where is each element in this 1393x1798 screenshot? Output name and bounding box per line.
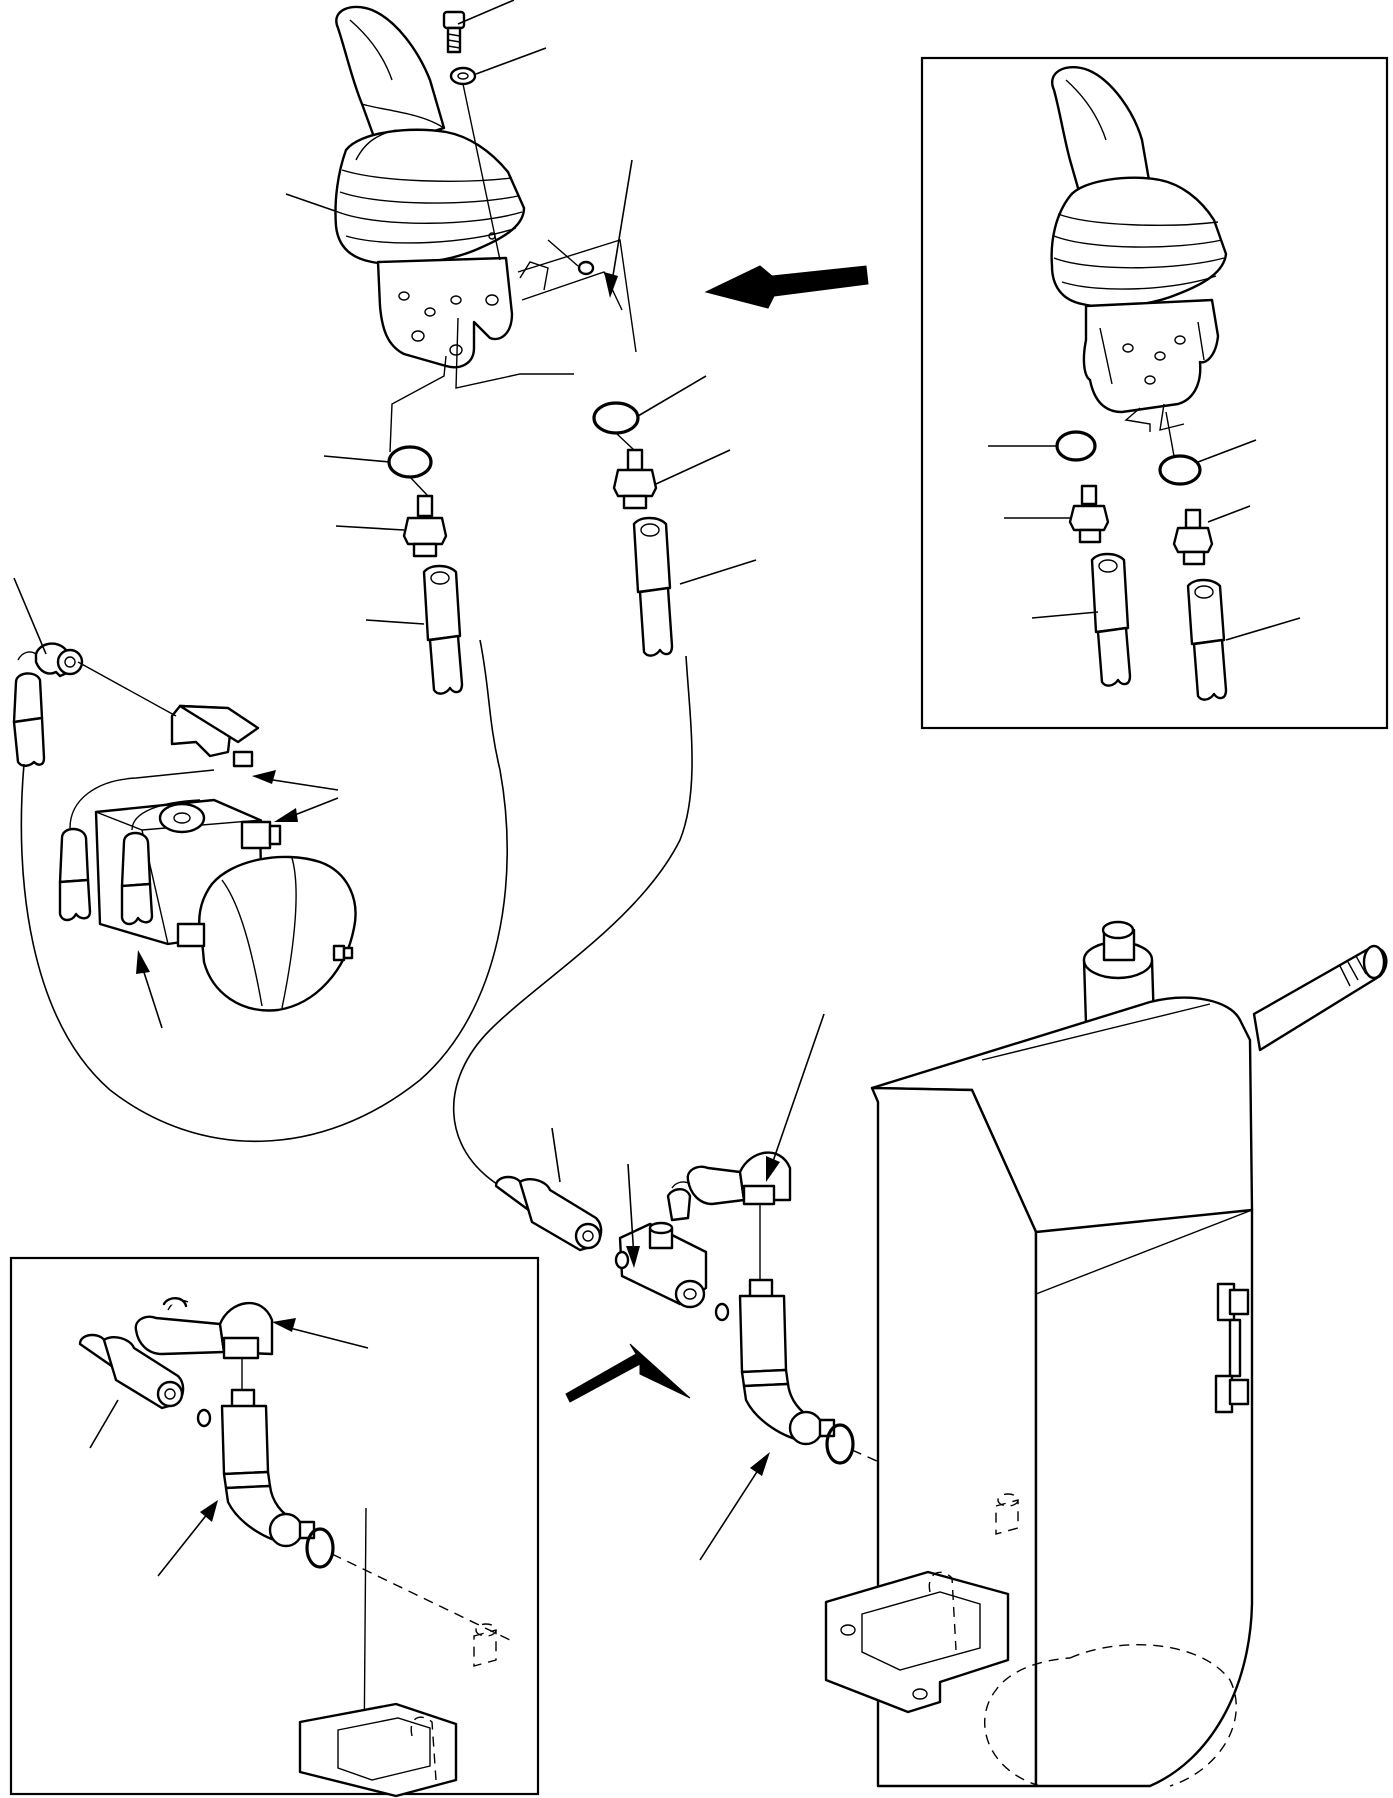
- hose-end-left: [422, 564, 464, 695]
- mounting-bracket: [517, 239, 637, 353]
- inset-fitting: [78, 1297, 511, 1798]
- valve-block: [58, 704, 357, 1012]
- o-ring-left: [387, 445, 433, 479]
- leader-lines: [13, 0, 1301, 1577]
- tee-fitting: [614, 1221, 708, 1309]
- view-arrows: [565, 265, 869, 1403]
- adapter-right: [612, 448, 658, 510]
- inset-frame-fitting: [9, 1256, 540, 1796]
- joystick-assembly: [334, 5, 526, 369]
- hose-end-right: [632, 516, 674, 657]
- hose-fitting-lower: [494, 1175, 603, 1252]
- elbow-fitting-left: [12, 642, 84, 767]
- inset-joystick: [1050, 66, 1228, 701]
- view-arrow-lower: [565, 1343, 691, 1403]
- washer: [449, 66, 477, 86]
- view-arrow-upper: [704, 265, 869, 309]
- adapter-left: [402, 494, 448, 558]
- elbow-lower: [714, 1278, 836, 1446]
- hydraulic-tank: [824, 920, 1388, 1788]
- inset-frame-joystick: [920, 56, 1389, 730]
- o-ring-right: [592, 401, 640, 435]
- cap-screw: [442, 10, 466, 54]
- o-ring-tank: [825, 1423, 855, 1465]
